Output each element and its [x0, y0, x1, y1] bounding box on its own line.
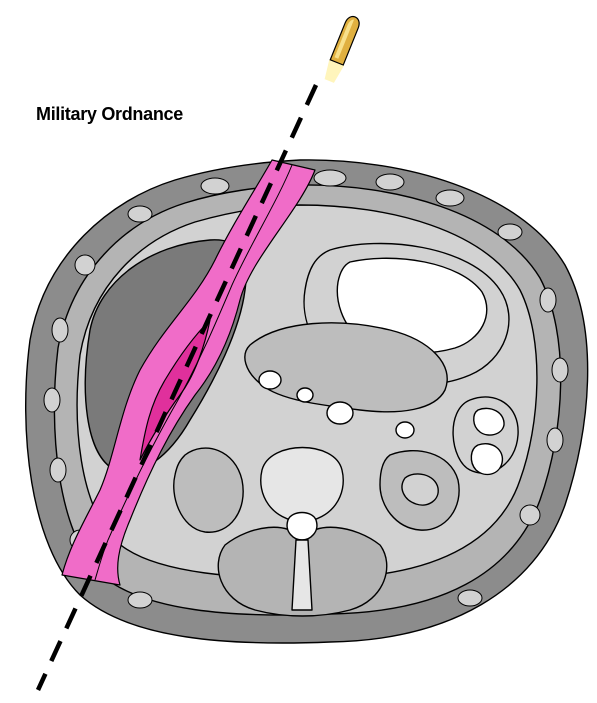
- ordnance-label: Military Ordnance: [36, 104, 183, 125]
- colon-gas-1: [471, 444, 502, 475]
- kidney-left: [174, 448, 243, 532]
- vertebral-body: [261, 448, 343, 523]
- spinal-canal: [287, 513, 317, 541]
- spinous-process: [292, 540, 312, 610]
- bullet-body: [330, 14, 361, 65]
- bowel-loop-1: [297, 388, 313, 402]
- colon-gas-2: [474, 408, 504, 435]
- bullet-icon: [322, 14, 363, 84]
- bowel-loop-2: [396, 422, 414, 438]
- inferior-vena-cava: [259, 371, 281, 389]
- aorta: [327, 402, 353, 424]
